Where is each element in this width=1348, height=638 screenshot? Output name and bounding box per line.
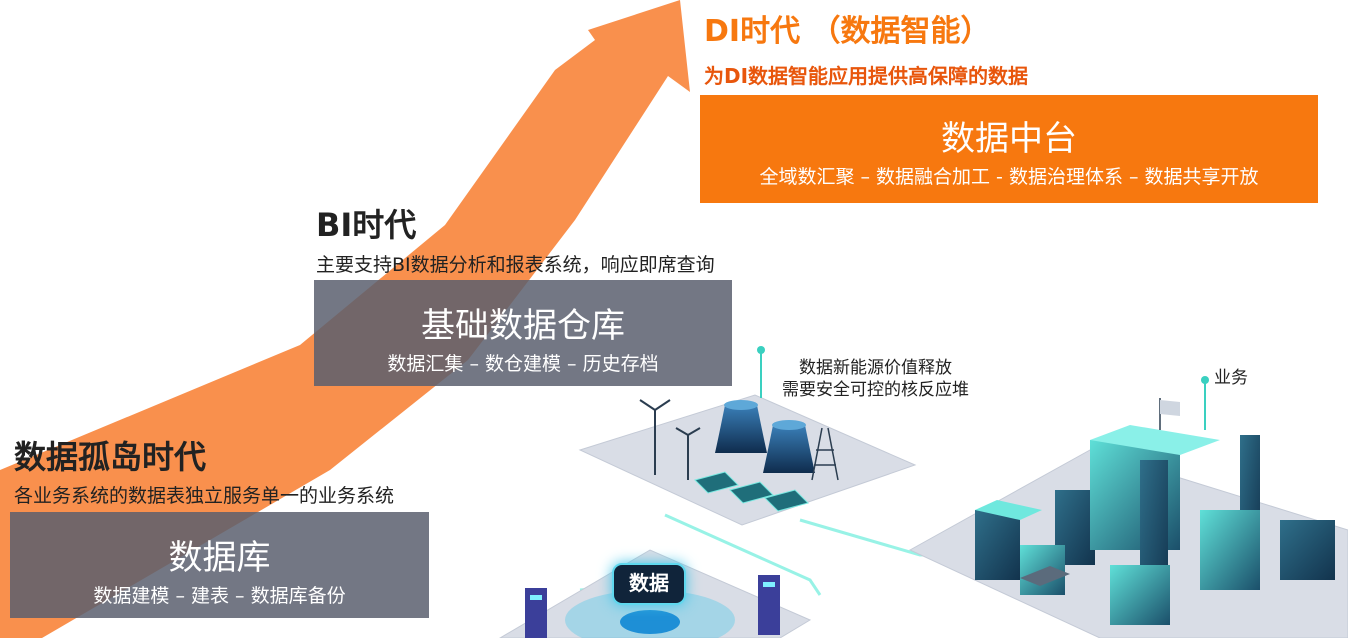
- business-label: 业务: [1214, 368, 1248, 388]
- business-pin-dot: [1201, 376, 1209, 384]
- energy-label: 数据新能源价值释放 需要安全可控的核反应堆: [782, 357, 969, 401]
- power-plant-platform: [578, 394, 917, 526]
- database-title: 数据库: [168, 538, 271, 578]
- cooling-towers: [715, 400, 815, 473]
- data-energy-scene: [499, 346, 1348, 638]
- database-items: 数据建模 – 建表 – 数据库备份: [93, 585, 346, 607]
- island-era-subtitle: 各业务系统的数据表独立服务单一的业务系统: [14, 485, 395, 507]
- energy-pin-dot: [757, 346, 765, 354]
- data-warehouse-items: 数据汇集 – 数仓建模 – 历史存档: [387, 353, 659, 375]
- solar-panels: [694, 471, 809, 512]
- data-middle-platform-items: 全域数汇聚 – 数据融合加工 - 数据治理体系 – 数据共享开放: [759, 166, 1259, 188]
- data-middle-platform-box: 数据中台 全域数汇聚 – 数据融合加工 - 数据治理体系 – 数据共享开放: [700, 95, 1318, 203]
- data-middle-platform-title: 数据中台: [941, 119, 1077, 159]
- flag: [1160, 400, 1180, 416]
- energy-label-line2: 需要安全可控的核反应堆: [782, 380, 969, 400]
- data-badge: 数据: [612, 563, 686, 605]
- island-era-title: 数据孤岛时代: [14, 438, 207, 476]
- city-buildings: [975, 425, 1335, 625]
- bi-era-subtitle: 主要支持BI数据分析和报表系统，响应即席查询: [316, 254, 715, 276]
- bi-era-title: BI时代: [316, 206, 417, 244]
- energy-label-line1: 数据新能源价值释放: [799, 358, 952, 378]
- data-warehouse-box: 基础数据仓库 数据汇集 – 数仓建模 – 历史存档: [314, 280, 732, 386]
- power-pylon: [811, 427, 839, 481]
- database-box: 数据库 数据建模 – 建表 – 数据库备份: [10, 512, 429, 618]
- wind-turbines: [639, 399, 701, 480]
- di-era-subtitle: 为DI数据智能应用提供高保障的数据: [704, 64, 1029, 88]
- car: [1020, 566, 1070, 586]
- data-core: [620, 610, 680, 634]
- di-era-title: DI时代 （数据智能）: [704, 14, 991, 49]
- server-racks: [525, 575, 780, 638]
- data-warehouse-title: 基础数据仓库: [421, 306, 625, 346]
